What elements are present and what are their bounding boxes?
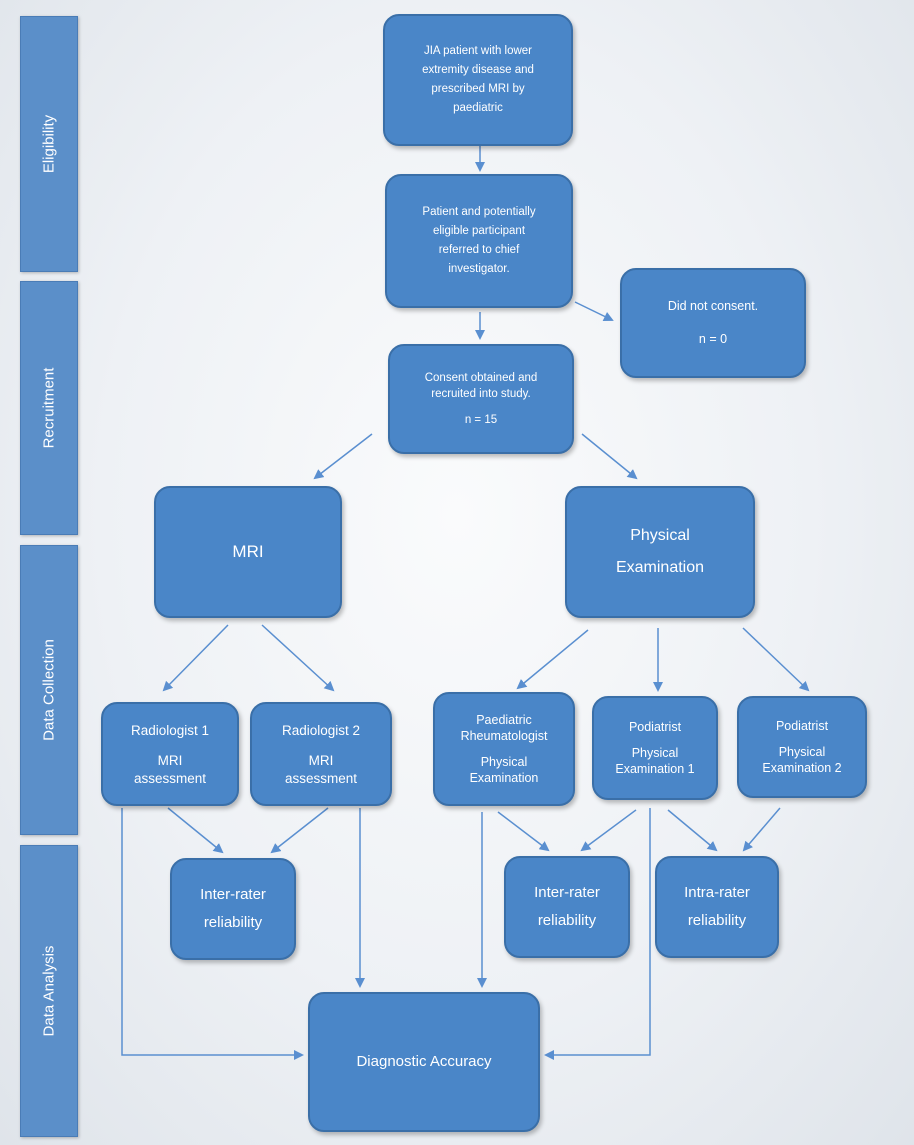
node-consent: Consent obtained and recruited into stud… [388, 344, 574, 454]
node-mri: MRI [154, 486, 342, 618]
arrow-mri-to-rad2 [261, 624, 335, 692]
arrow-pe-to-rheum [516, 629, 589, 690]
node-podiatrist-2: Podiatrist Physical Examination 2 [737, 696, 867, 798]
node-intra-rater: Intra-rater reliability [655, 856, 779, 958]
node-diagnostic-accuracy: Diagnostic Accuracy [308, 992, 540, 1132]
phase-recruitment: Recruitment [20, 281, 78, 535]
arrow-rad1-to-inter [167, 807, 224, 854]
phase-data-collection: Data Collection [20, 545, 78, 835]
node-radiologist-1: Radiologist 1 MRI assessment [101, 702, 239, 806]
arrow-consent-to-mri [313, 433, 373, 480]
node-referred: Patient and potentially eligible partici… [385, 174, 573, 308]
arrow-rad1-to-accuracy [121, 808, 304, 1060]
arrow-pod1-to-intra [667, 809, 718, 852]
phase-data-analysis: Data Analysis [20, 845, 78, 1137]
node-inter-rater-physical: Inter-rater reliability [504, 856, 630, 958]
node-podiatrist-1: Podiatrist Physical Examination 1 [592, 696, 718, 800]
arrow-mri-to-rad1 [162, 624, 229, 692]
node-inter-rater-mri: Inter-rater reliability [170, 858, 296, 960]
arrow-rheum-to-inter [497, 811, 550, 852]
phase-eligibility: Eligibility [20, 16, 78, 272]
node-radiologist-2: Radiologist 2 MRI assessment [250, 702, 392, 806]
node-paediatric-rheumatologist: Paediatric Rheumatologist Physical Exami… [433, 692, 575, 806]
arrow-pod2-to-intra [742, 807, 781, 852]
node-jia-patient: JIA patient with lower extremity disease… [383, 14, 573, 146]
arrow-consent-to-pe [581, 433, 638, 480]
arrow-pod1-to-accuracy [544, 808, 651, 1060]
arrow-rad2-to-inter [270, 807, 329, 854]
arrow-pe-to-pod2 [742, 627, 810, 692]
arrow-referred-to-no-consent [574, 301, 614, 321]
arrow-pod1-to-inter [580, 809, 637, 852]
node-physical-examination: Physical Examination [565, 486, 755, 618]
node-did-not-consent: Did not consent. n = 0 [620, 268, 806, 378]
